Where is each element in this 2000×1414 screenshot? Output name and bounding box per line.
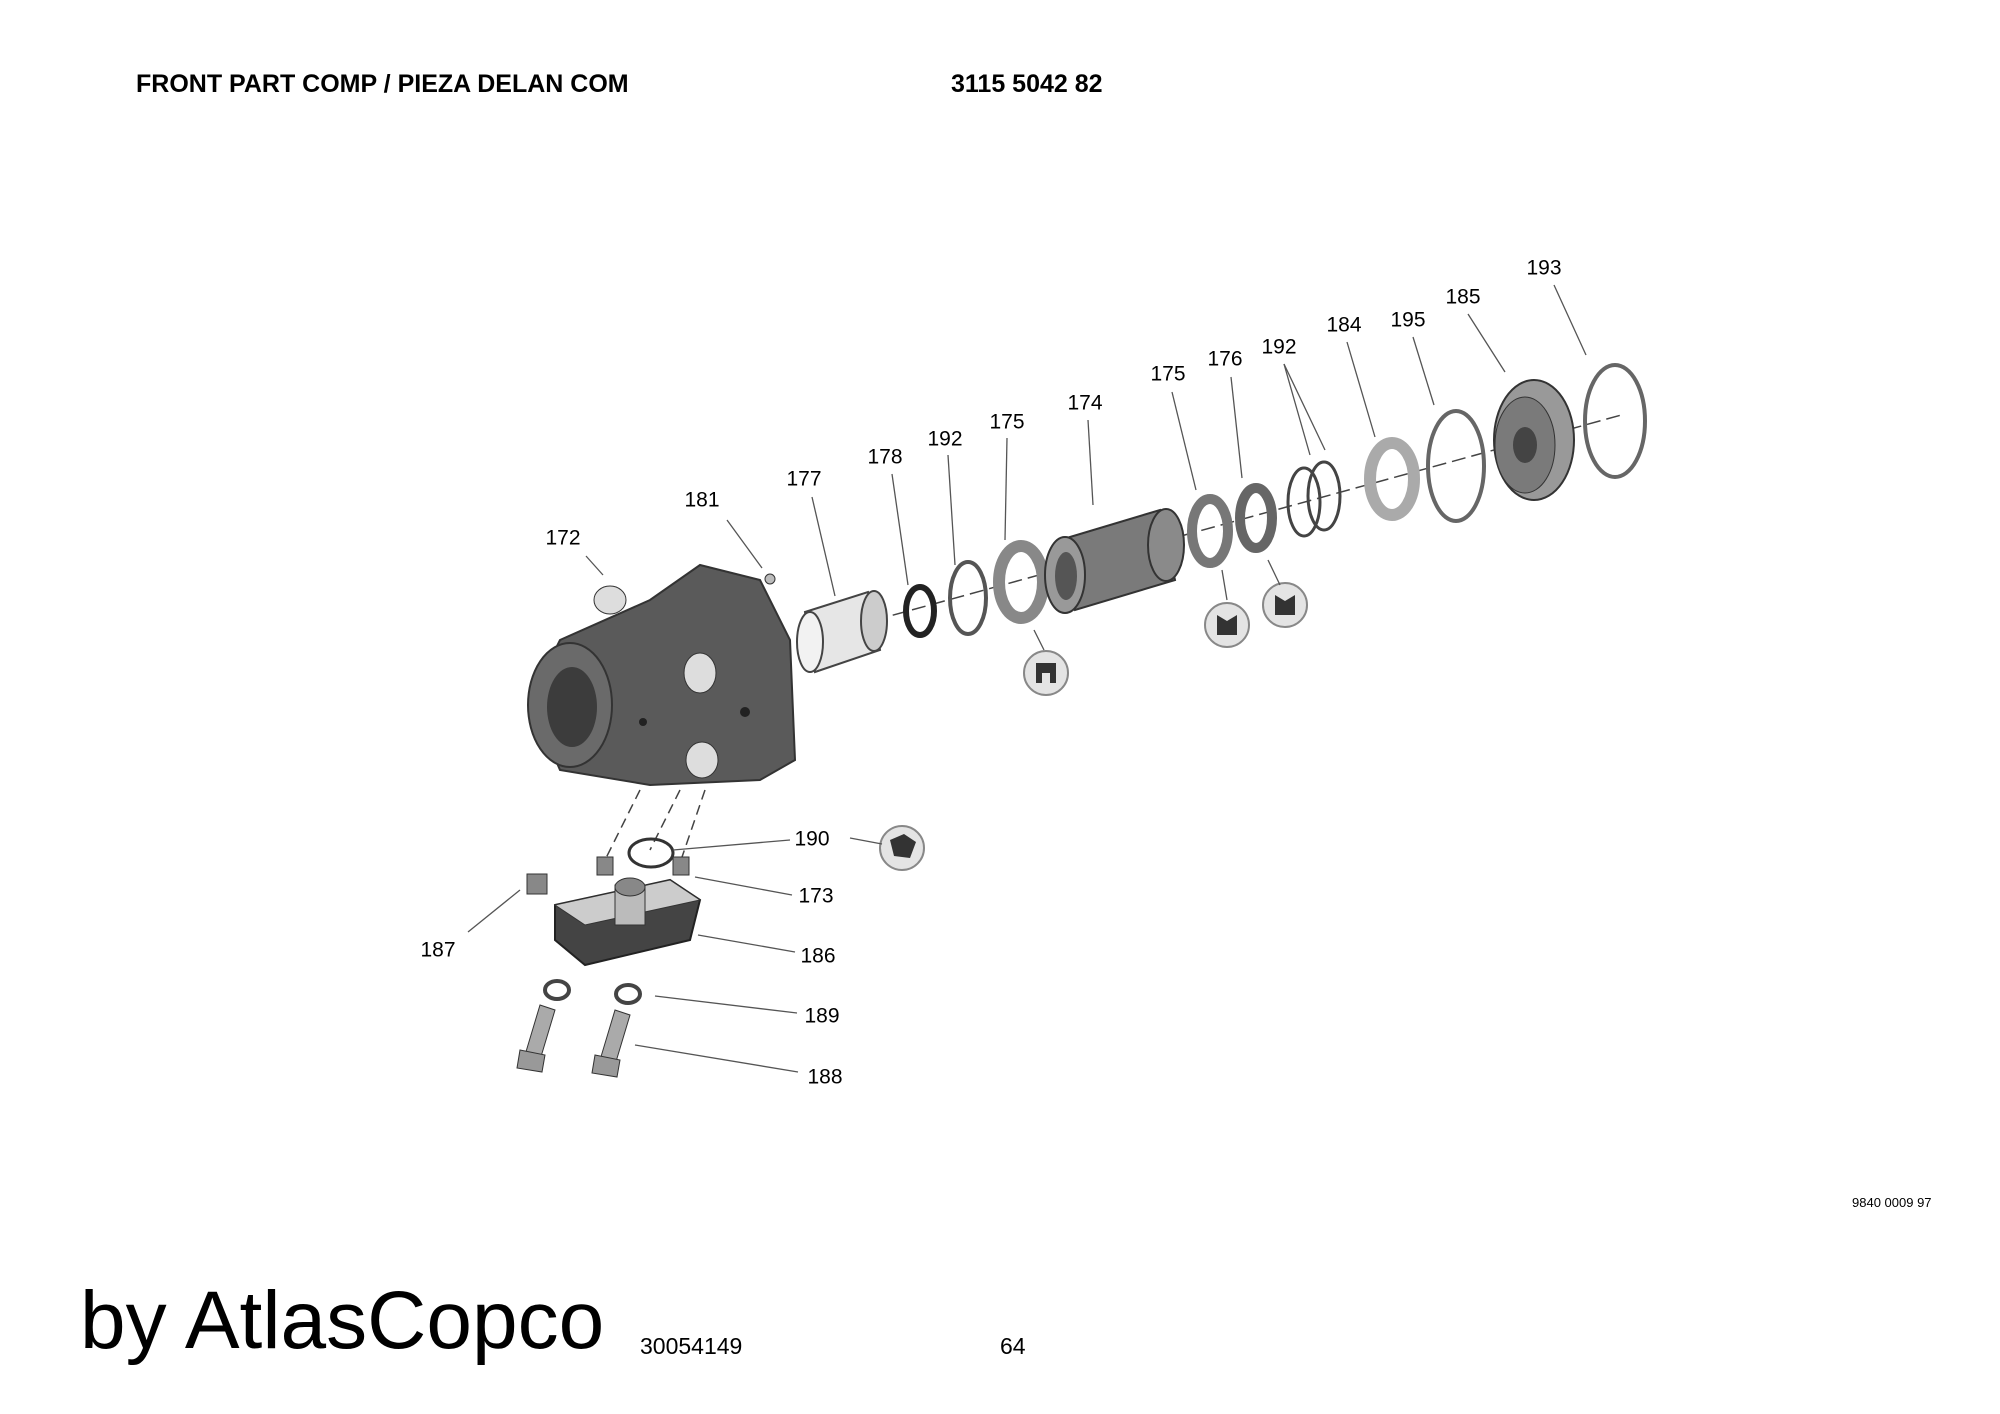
- part-193-ring: [1583, 363, 1647, 479]
- part-176-seal: [1235, 483, 1277, 553]
- callout-181: 181: [684, 489, 719, 512]
- badge-pointers: [849, 559, 1281, 845]
- watermark: by AtlasCopco: [80, 1275, 605, 1366]
- part-173-nut-2: [672, 856, 690, 876]
- callout-174: 174: [1067, 392, 1102, 415]
- part-186-block: [553, 877, 702, 967]
- callout-192: 192: [927, 428, 962, 451]
- part-189-washer-2: [614, 983, 642, 1005]
- part-185-cap: [1493, 379, 1575, 501]
- page-number: 64: [1000, 1333, 1026, 1359]
- part-177-bushing: [796, 590, 888, 674]
- part-178-seal: [903, 584, 937, 638]
- part-184-retaining-ring: [1364, 437, 1420, 521]
- callout-189: 189: [804, 1005, 839, 1028]
- part-187-plug: [526, 873, 548, 895]
- callout-187: 187: [420, 939, 455, 962]
- callout-192-2: 192: [1261, 336, 1296, 359]
- part-192-ring-1: [1286, 466, 1322, 538]
- part-188-bolts: [516, 1004, 631, 1078]
- part-174-cylinder: [1044, 508, 1185, 614]
- part-number: 3115 5042 82: [951, 70, 1103, 98]
- part-192-ring: [948, 560, 988, 636]
- callout-190: 190: [794, 828, 829, 851]
- callout-177: 177: [786, 468, 821, 491]
- callout-195: 195: [1390, 309, 1425, 332]
- callout-193: 193: [1526, 257, 1561, 280]
- callout-185: 185: [1445, 286, 1480, 309]
- seal-profile-badges: [879, 582, 1308, 871]
- part-175-seal-2: [1187, 494, 1233, 568]
- seal-profile-icons: [890, 595, 1295, 858]
- callout-172: 172: [545, 527, 580, 550]
- callout-173: 173: [798, 885, 833, 908]
- leader-lines: [467, 284, 1587, 1073]
- assembly-guides: [604, 789, 706, 861]
- part-192-ring-2: [1306, 460, 1342, 532]
- part-172-housing: [527, 563, 797, 787]
- callout-186: 186: [800, 945, 835, 968]
- part-190-oring: [627, 837, 675, 869]
- callout-175-2: 175: [1150, 363, 1185, 386]
- callout-184: 184: [1326, 314, 1361, 337]
- callout-178: 178: [867, 446, 902, 469]
- callout-188: 188: [807, 1066, 842, 1089]
- page-title: FRONT PART COMP / PIEZA DELAN COM: [136, 70, 629, 98]
- drawing-code: 9840 0009 97: [1852, 1195, 1932, 1210]
- part-195-ring: [1426, 409, 1486, 523]
- document-number: 30054149: [640, 1333, 743, 1359]
- part-189-washer: [543, 979, 571, 1001]
- part-173-nut: [596, 856, 614, 876]
- callout-176: 176: [1207, 348, 1242, 371]
- part-175-seal: [993, 540, 1049, 624]
- callout-175: 175: [989, 411, 1024, 434]
- part-181-plug: [764, 573, 776, 585]
